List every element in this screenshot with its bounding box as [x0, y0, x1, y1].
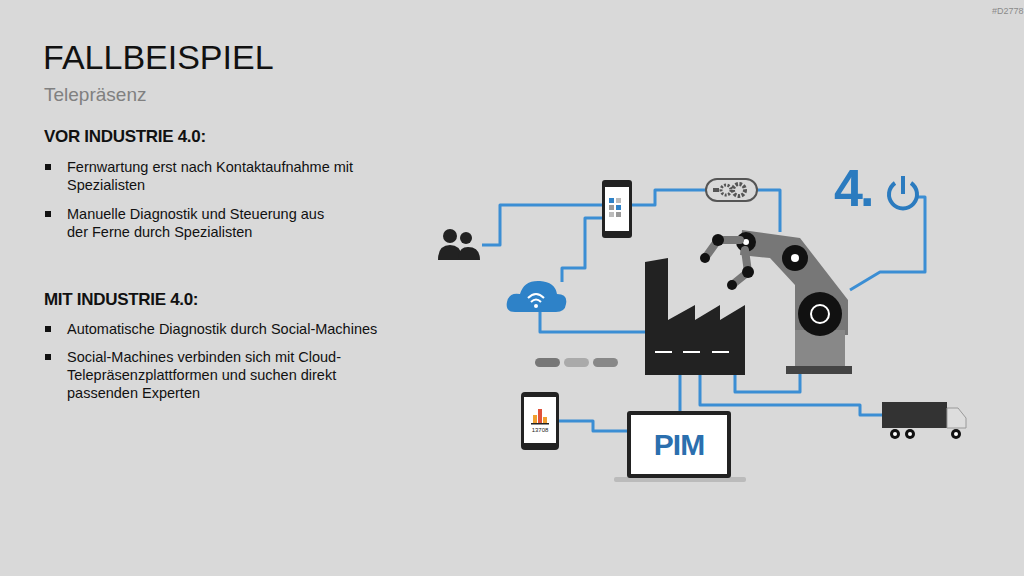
status-pills	[535, 358, 618, 367]
robot-arm	[700, 230, 852, 374]
watermark: #D2778	[992, 6, 1024, 16]
label-text: Automatische Diagnostik durch Social-Mac…	[67, 321, 377, 337]
label-text: MIT INDUSTRIE 4.0:	[44, 290, 198, 309]
wire	[540, 312, 645, 332]
label-text: Telepräsenz	[44, 84, 146, 105]
label-text: 4.	[834, 159, 871, 217]
bullet-marker	[45, 164, 51, 170]
bullet-text: Social-Machines verbinden sich mit Cloud…	[67, 348, 367, 402]
factory-icon	[645, 258, 745, 375]
label-text: Social-Machines verbinden sich mit Cloud…	[67, 349, 341, 401]
section-heading: VOR INDUSTRIE 4.0:	[44, 127, 206, 147]
label-text: Fernwartung erst nach Kontaktaufnahme mi…	[67, 159, 353, 193]
phone-node: 13708	[521, 392, 559, 450]
bullet-text: Automatische Diagnostik durch Social-Mac…	[67, 320, 412, 338]
bullet-text: Manuelle Diagnostik und Steuerung aus de…	[67, 205, 325, 241]
laptop-node: PIM	[627, 411, 731, 478]
screen-text: PIM	[654, 428, 704, 462]
section-heading: MIT INDUSTRIE 4.0:	[44, 290, 198, 310]
wire-connector	[559, 421, 627, 431]
wire	[562, 218, 603, 282]
phone-screen: 13708	[524, 397, 556, 443]
wires	[482, 190, 925, 415]
slide-title: FALLBEISPIEL	[43, 38, 274, 77]
people-icon	[438, 229, 480, 260]
bullet-text: Fernwartung erst nach Kontaktaufnahme mi…	[67, 158, 357, 194]
cloud-icon	[507, 281, 567, 312]
bullet-marker	[45, 211, 51, 217]
wire	[700, 375, 882, 415]
power-icon	[889, 176, 917, 208]
label-text: Manuelle Diagnostik und Steuerung aus de…	[67, 206, 324, 240]
tablet-icon	[602, 180, 632, 238]
label-text: VOR INDUSTRIE 4.0:	[44, 127, 206, 146]
truck-icon	[882, 402, 966, 439]
gear-pill	[706, 179, 757, 201]
subtitle: Telepräsenz	[44, 84, 146, 106]
label-text: #D2778	[992, 6, 1024, 16]
bar-chart-icon	[530, 407, 550, 425]
wire	[632, 190, 706, 205]
wire	[757, 190, 780, 232]
bullet-marker	[45, 354, 51, 360]
phone-number: 13708	[532, 427, 549, 433]
wire	[679, 375, 682, 412]
industry-logo: 4.	[834, 162, 871, 214]
bullet-marker	[45, 326, 51, 332]
